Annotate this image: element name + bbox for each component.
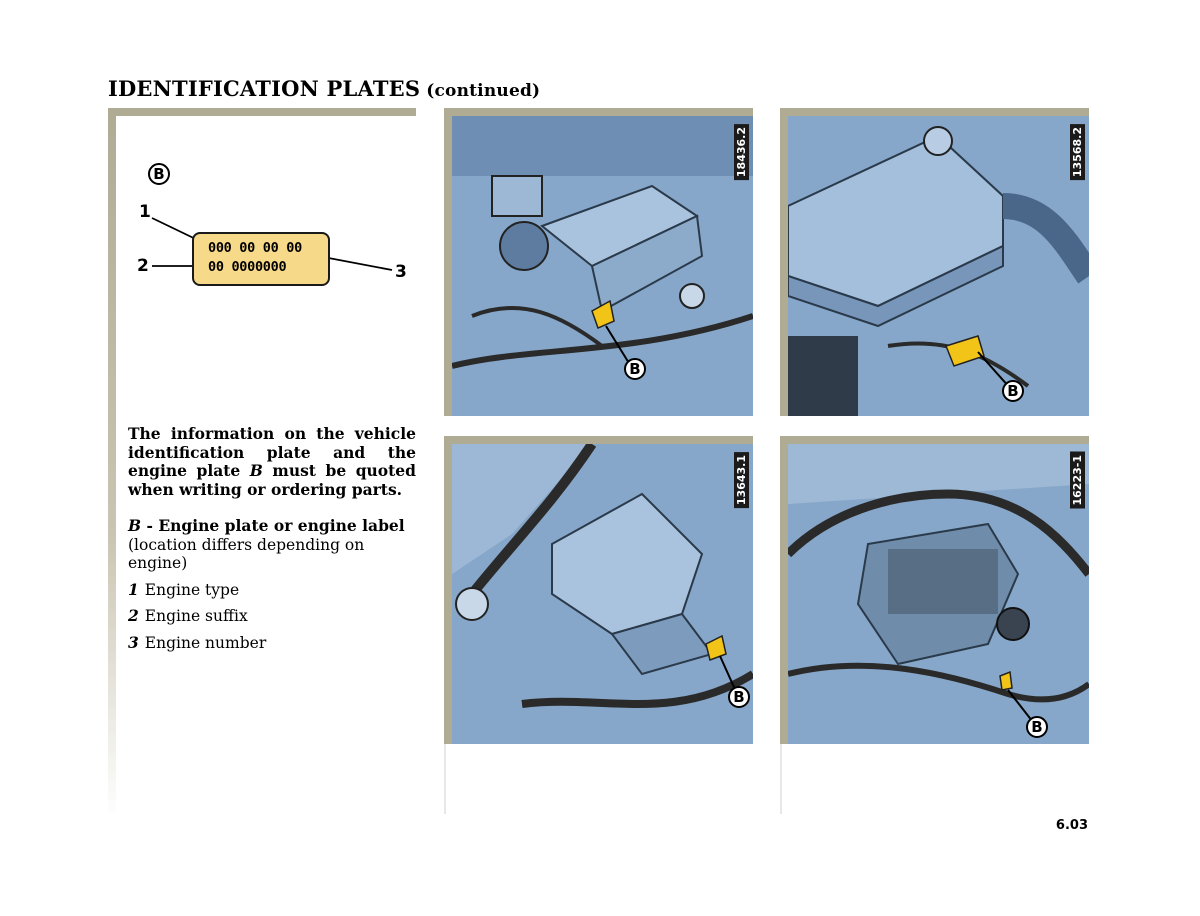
engine-illustration-3 [452, 444, 753, 744]
engine-plate-diagram: B 1 2 3 000 00 00 00 00 0000000 [130, 160, 420, 300]
engine-plate: 000 00 00 00 00 0000000 [192, 232, 330, 286]
panel-frame-left [444, 436, 452, 744]
legend-item: 1 Engine type [128, 579, 416, 600]
legend-item-label: Engine suffix [144, 607, 248, 625]
engine-photo-1: B 18436.2 [444, 108, 753, 416]
legend-item: 3 Engine number [128, 632, 416, 653]
column-divider [444, 740, 446, 814]
column-divider [780, 740, 782, 814]
legend-item: 2 Engine suffix [128, 606, 416, 626]
engine-illustration-2 [788, 116, 1089, 416]
page-title: IDENTIFICATION PLATES(continued) [108, 76, 540, 101]
panel-frame-left [780, 436, 788, 744]
marker-b: B [1002, 380, 1024, 402]
figure-code: 13643.1 [734, 452, 749, 509]
engine-illustration-1 [452, 116, 753, 416]
callout-2: 2 [137, 256, 149, 276]
intro-ref: B [249, 461, 263, 480]
frame-side-bar [108, 108, 116, 820]
page-title-text: IDENTIFICATION PLATES [108, 76, 421, 101]
callout-3: 3 [395, 262, 407, 282]
legend-item-label: Engine type [144, 580, 240, 599]
legend-b-note: (location differs depending on engine) [128, 535, 365, 573]
marker-b: B [728, 686, 750, 708]
legend-b-title: - Engine plate or engine label [141, 516, 405, 535]
engine-photo-4: B 16223-1 [780, 436, 1089, 744]
marker-b: B [624, 358, 646, 380]
page-title-suffix: (continued) [426, 81, 541, 101]
panel-frame-top [780, 108, 1089, 116]
legend-item-num: 1 [128, 579, 139, 599]
legend-item-num: 2 [128, 606, 139, 625]
panel-frame-top [444, 436, 753, 444]
callout-1: 1 [139, 202, 151, 222]
legend-b-key: B [128, 516, 142, 535]
intro-text-2: must be quoted when writing or ordering … [128, 461, 416, 499]
legend-b: B - Engine plate or engine label (locati… [128, 516, 416, 573]
panel-frame-top [780, 436, 1089, 444]
marker-b: B [1026, 716, 1048, 738]
intro-text-1: The information on the vehicle identific… [128, 424, 416, 480]
frame-top-bar [108, 108, 416, 116]
page-number: 6.03 [1055, 818, 1088, 833]
legend-item-label: Engine number [144, 633, 267, 652]
intro-paragraph: The information on the vehicle identific… [128, 424, 416, 499]
text-column: The information on the vehicle identific… [128, 424, 416, 653]
engine-photo-2: B 13568.2 [780, 108, 1089, 416]
plate-line-1: 000 00 00 00 [208, 240, 302, 256]
engine-photo-3: B 13643.1 [444, 436, 753, 744]
left-column-frame [108, 108, 416, 820]
figure-code: 18436.2 [734, 124, 749, 181]
diagram-badge-b: B [148, 163, 170, 185]
figure-code: 16223-1 [1070, 452, 1085, 509]
legend-item-num: 3 [128, 632, 139, 652]
plate-line-2: 00 0000000 [208, 259, 287, 275]
engine-illustration-4 [788, 444, 1089, 744]
panel-frame-top [444, 108, 753, 116]
panel-frame-left [444, 108, 452, 416]
panel-frame-left [780, 108, 788, 416]
figure-code: 13568.2 [1070, 124, 1085, 181]
